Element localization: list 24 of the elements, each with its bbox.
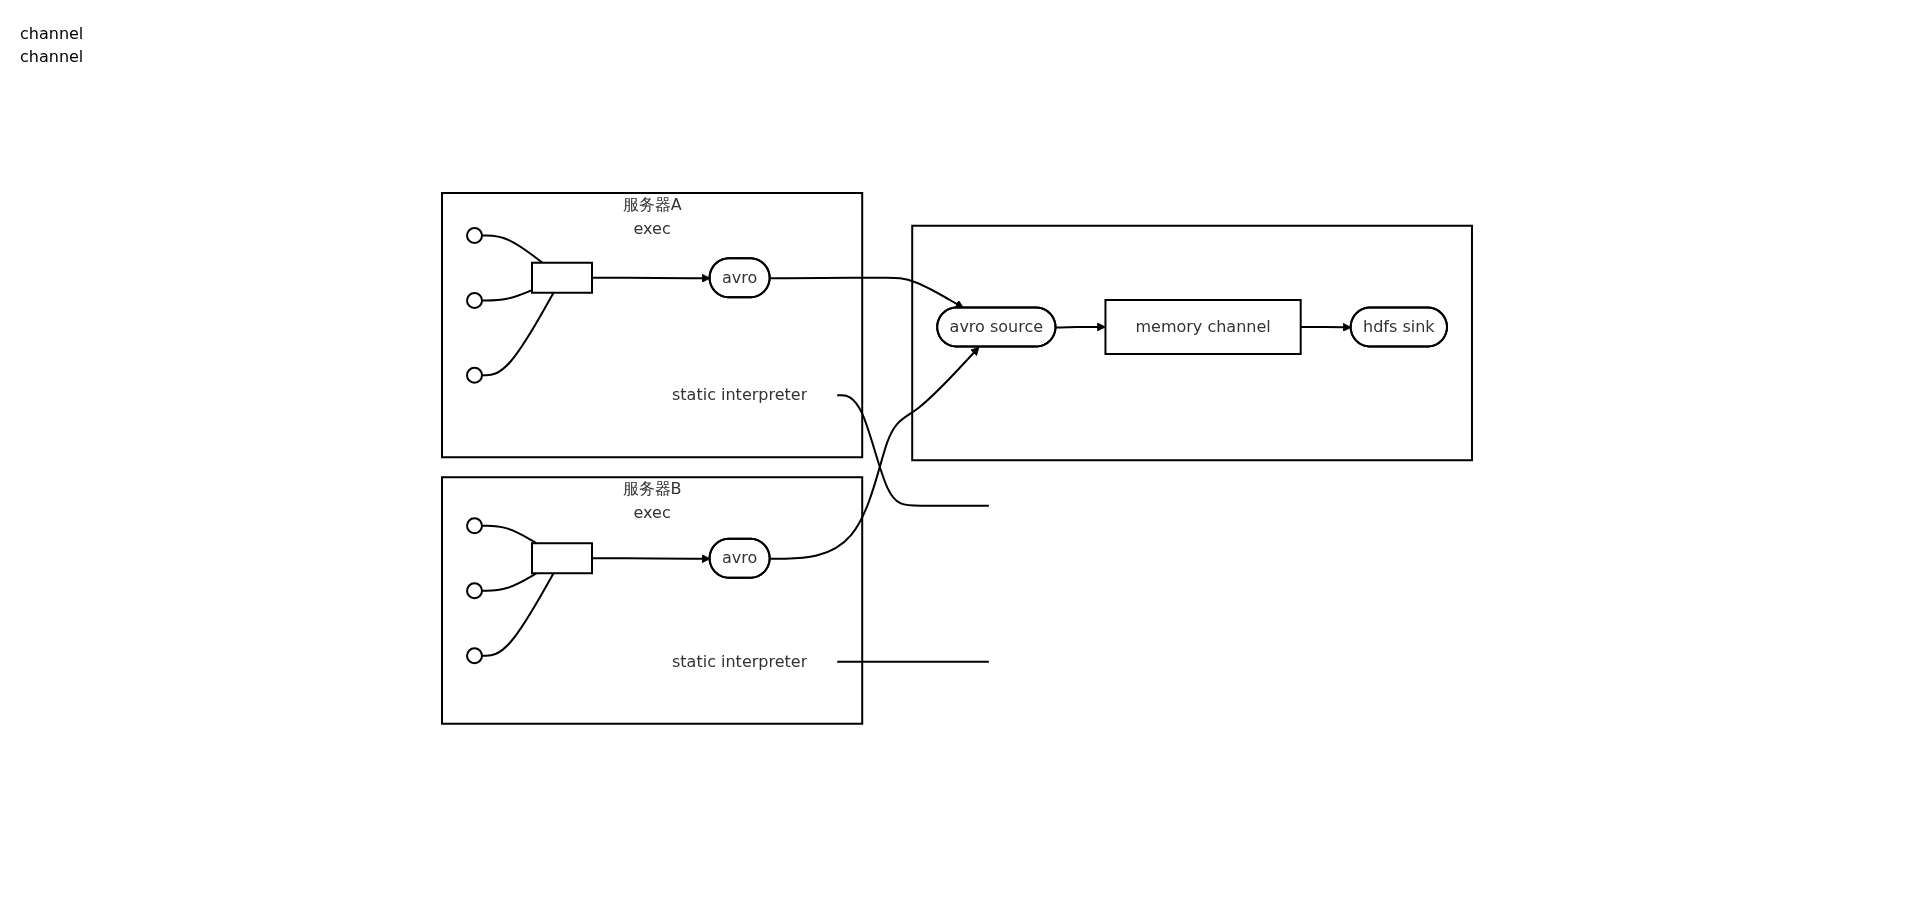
node-text: static interpreter [672,384,808,404]
node-circle [466,581,483,599]
node-circle [466,366,483,384]
connector [481,524,538,544]
node-circle [466,226,483,244]
node-circle [466,516,483,534]
connector [836,660,990,663]
arrow [769,346,980,560]
label-text: channel [20,24,84,43]
node-circle [466,291,483,309]
node-circle [466,646,483,664]
node-box [531,541,593,574]
connector [481,234,544,264]
connector [836,393,990,507]
label-text: channel [20,47,84,66]
cluster [911,224,1473,461]
connector [481,571,538,592]
connector [481,288,533,302]
connector [481,291,555,376]
node-box [531,261,593,294]
arrow [769,276,964,308]
node-text: static interpreter [672,651,808,671]
connector [481,571,555,657]
node-box: memory channel [1104,298,1302,355]
